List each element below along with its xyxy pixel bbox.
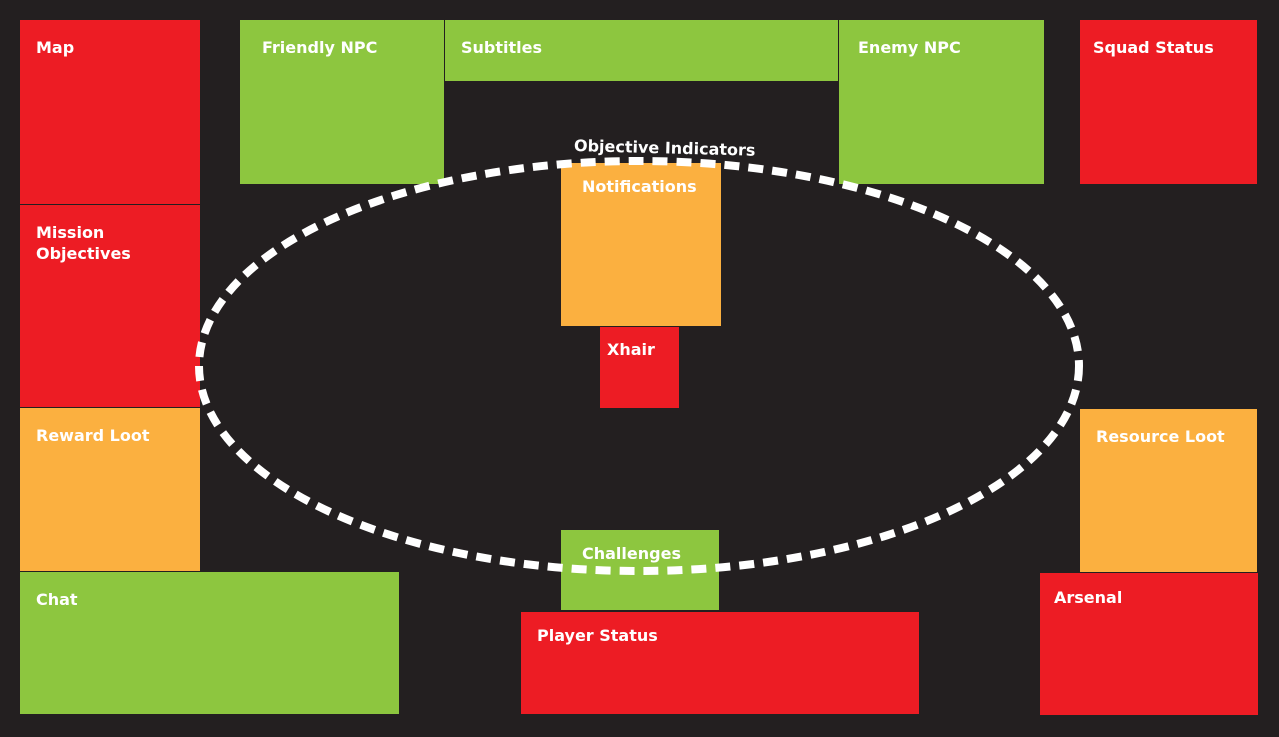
subtitles-label: Subtitles — [461, 38, 543, 57]
enemy-npc-zone: Enemy NPC — [839, 20, 1044, 184]
map-zone: Map — [20, 20, 200, 204]
chat-zone: Chat — [20, 572, 399, 714]
objective-indicators-label: Objective Indicators — [573, 136, 756, 160]
reward-loot-zone: Reward Loot — [20, 408, 200, 571]
friendly-npc-zone: Friendly NPC — [240, 20, 444, 184]
friendly-npc-label: Friendly NPC — [262, 38, 378, 57]
arsenal-label: Arsenal — [1054, 588, 1123, 607]
squad-status-label: Squad Status — [1093, 38, 1214, 57]
arsenal-zone: Arsenal — [1040, 573, 1258, 715]
resource-loot-label: Resource Loot — [1096, 427, 1225, 446]
squad-status-zone: Squad Status — [1080, 20, 1257, 184]
player-status-zone: Player Status — [521, 612, 919, 714]
xhair-zone: Xhair — [600, 327, 679, 408]
notifications-zone: Notifications — [561, 163, 721, 326]
challenges-zone: Challenges — [561, 530, 719, 610]
resource-loot-zone: Resource Loot — [1080, 409, 1257, 572]
mission-objectives-zone: Mission Objectives — [20, 205, 200, 407]
chat-label: Chat — [36, 590, 78, 609]
mission-objectives-label: Mission Objectives — [36, 223, 131, 263]
xhair-label: Xhair — [607, 340, 655, 359]
enemy-npc-label: Enemy NPC — [858, 38, 961, 57]
map-label: Map — [36, 38, 75, 57]
player-status-label: Player Status — [537, 626, 658, 645]
subtitles-zone: Subtitles — [445, 20, 838, 81]
challenges-label: Challenges — [582, 544, 681, 563]
reward-loot-label: Reward Loot — [36, 426, 150, 445]
notifications-label: Notifications — [582, 177, 697, 196]
